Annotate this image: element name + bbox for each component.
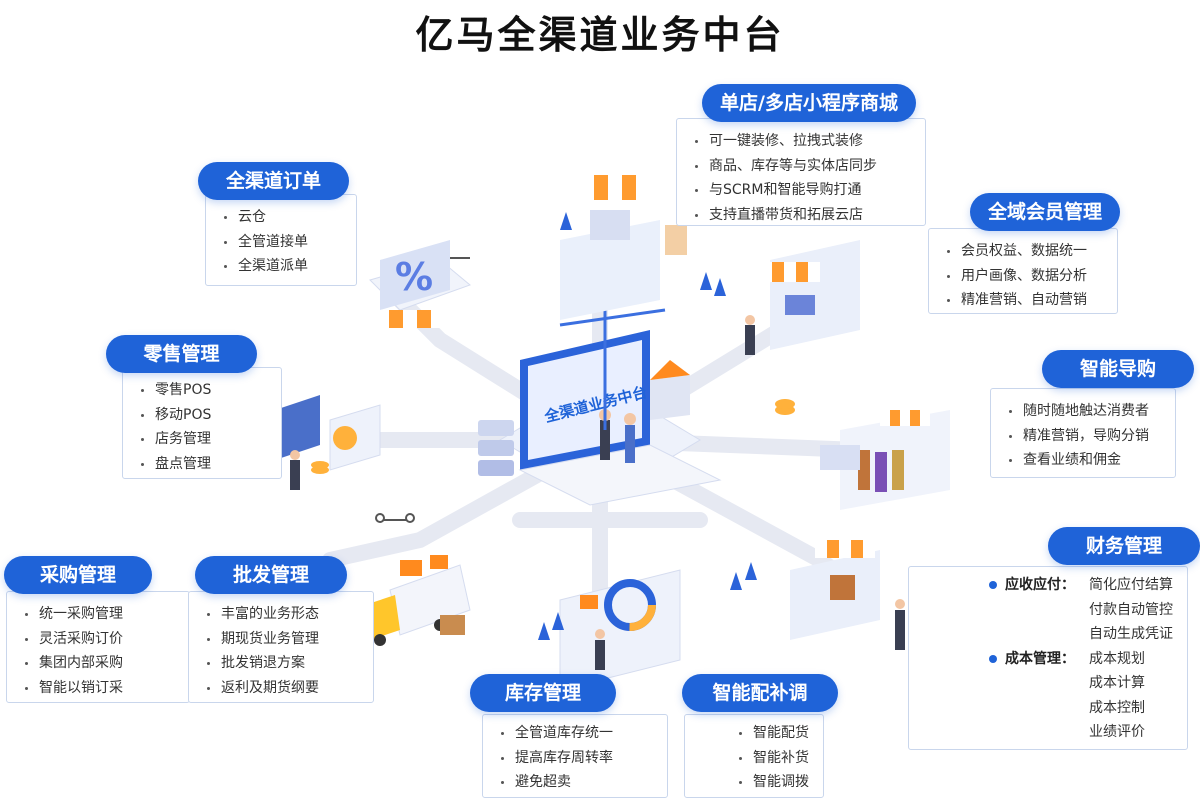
server-stack: [478, 420, 514, 476]
purchase-item: 集团内部采购: [21, 651, 175, 676]
omni-order-item: 全管道接单: [220, 230, 342, 255]
wholesale-item: 期现货业务管理: [203, 627, 359, 652]
finance-item: 成本计算: [1089, 675, 1145, 691]
inventory-label: 库存管理: [470, 674, 616, 712]
member-item: 精准营销、自动营销: [943, 288, 1103, 313]
omni-order-item: 云仓: [220, 205, 342, 230]
smart-guide-item: 查看业绩和佣金: [1005, 448, 1161, 473]
replenish-item: 智能补货: [735, 746, 809, 771]
crane: [559, 308, 666, 430]
finance-row: 成本管理： 成本规划: [987, 647, 1173, 672]
wholesale-item: 返利及期货纲要: [203, 676, 359, 701]
svg-text:%: %: [395, 255, 433, 299]
finance-box: 应收应付： 简化应付结算 付款自动管控 自动生成凭证 成本管理： 成本规划 成本…: [908, 566, 1188, 750]
retail-pos: [275, 395, 381, 490]
finance-item: 简化应付结算: [1089, 577, 1173, 593]
inventory-item: 全管道库存统一: [497, 721, 653, 746]
finance-item: 成本规划: [1089, 650, 1145, 667]
finance-row: 付款自动管控: [987, 598, 1173, 623]
finance-row: 成本计算: [987, 671, 1173, 696]
finance-item: 业绩评价: [1089, 724, 1145, 740]
finance-row: 应收应付： 简化应付结算: [987, 573, 1173, 598]
wholesale-item: 批发销退方案: [203, 651, 359, 676]
member-store: [745, 240, 860, 355]
finance-section-heading: 应收应付：: [1005, 577, 1075, 593]
coin-stacks: [311, 399, 795, 474]
mini-program-item: 商品、库存等与实体店同步: [691, 154, 911, 179]
finance-label: 财务管理: [1048, 527, 1200, 565]
retail-item: 盘点管理: [137, 452, 267, 477]
member-label: 全域会员管理: [970, 193, 1121, 231]
replenish-item: 智能配货: [735, 721, 809, 746]
mini-program-item: 支持直播带货和拓展云店: [691, 203, 911, 228]
decorative-trees: [538, 212, 757, 640]
mini-program-item: 与SCRM和智能导购打通: [691, 178, 911, 203]
smart-guide-item: 精准营销，导购分销: [1005, 424, 1161, 449]
clothing-store: [820, 410, 950, 510]
retail-item: 移动POS: [137, 403, 267, 428]
purchase-label: 采购管理: [4, 556, 152, 594]
page-title: 亿马全渠道业务中台: [415, 13, 785, 57]
wholesale-item: 丰富的业务形态: [203, 602, 359, 627]
inventory-item: 提高库存周转率: [497, 746, 653, 771]
smart-guide-box: 随时随地触达消费者 精准营销，导购分销 查看业绩和佣金: [990, 388, 1176, 478]
drone: [375, 257, 470, 523]
purchase-item: 灵活采购订价: [21, 627, 175, 652]
retail-label: 零售管理: [106, 335, 257, 373]
finance-item: 付款自动管控: [1089, 601, 1173, 618]
purchase-box: 统一采购管理 灵活采购订价 集团内部采购 智能以销订采: [6, 591, 190, 703]
wholesale-box: 丰富的业务形态 期现货业务管理 批发销退方案 返利及期货纲要: [188, 591, 374, 703]
member-item: 会员权益、数据统一: [943, 239, 1103, 264]
replenish-label: 智能配补调: [682, 674, 838, 712]
finance-item: 成本控制: [1089, 699, 1145, 716]
member-box: 会员权益、数据统一 用户画像、数据分析 精准营销、自动营销: [928, 228, 1118, 314]
warehouse: [559, 569, 681, 691]
finance-row: 业绩评价: [987, 720, 1173, 745]
finance-row: 自动生成凭证: [987, 622, 1173, 647]
orange-house: [650, 360, 690, 420]
bullet-dot-icon: [989, 654, 997, 663]
inventory-item: 避免超卖: [497, 770, 653, 795]
smart-guide-item: 随时随地触达消费者: [1005, 399, 1161, 424]
mini-program-box: 可一键装修、拉拽式装修 商品、库存等与实体店同步 与SCRM和智能导购打通 支持…: [676, 118, 926, 226]
finance-row: 成本控制: [987, 696, 1173, 721]
smart-guide-label: 智能导购: [1042, 350, 1194, 388]
replenish-item: 智能调拨: [735, 770, 809, 795]
finance-laptop: [790, 540, 905, 650]
sale-building: %: [369, 240, 471, 328]
wholesale-label: 批发管理: [195, 556, 347, 594]
purchase-item: 统一采购管理: [21, 602, 175, 627]
store-mini-program: [560, 175, 687, 320]
retail-item: 店务管理: [137, 427, 267, 452]
purchase-item: 智能以销订采: [21, 676, 175, 701]
member-item: 用户画像、数据分析: [943, 264, 1103, 289]
retail-box: 零售POS 移动POS 店务管理 盘点管理: [122, 367, 282, 479]
mini-program-label: 单店/多店小程序商城: [702, 84, 916, 122]
replenish-box: 智能配货 智能补货 智能调拨: [684, 714, 824, 798]
retail-item: 零售POS: [137, 378, 267, 403]
finance-item: 自动生成凭证: [1089, 626, 1173, 642]
omni-order-item: 全渠道派单: [220, 254, 342, 279]
omni-order-label: 全渠道订单: [198, 162, 349, 200]
inventory-box: 全管道库存统一 提高库存周转率 避免超卖: [482, 714, 668, 798]
mini-program-item: 可一键装修、拉拽式装修: [691, 129, 911, 154]
omni-order-box: 云仓 全管道接单 全渠道派单: [205, 194, 357, 286]
finance-section-heading: 成本管理：: [1005, 650, 1075, 667]
bullet-dot-icon: [989, 581, 997, 589]
delivery-truck: [365, 555, 471, 646]
